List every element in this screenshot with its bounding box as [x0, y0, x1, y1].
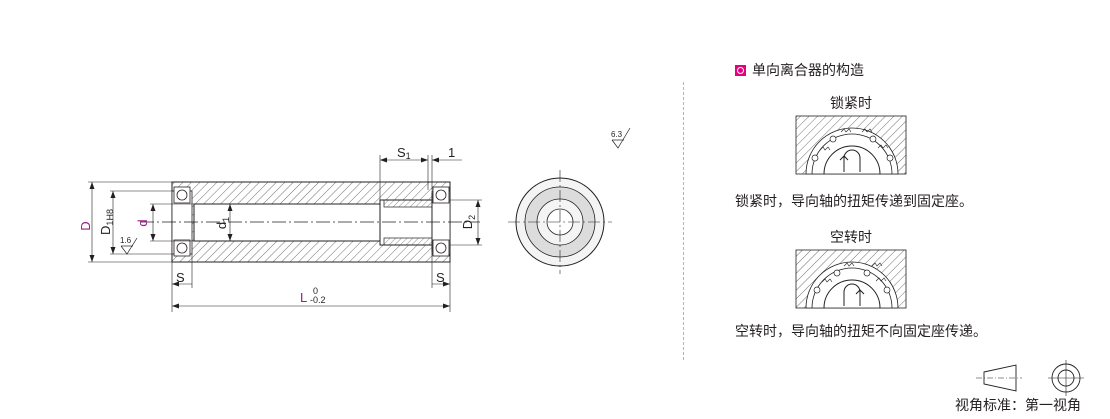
svg-text:S1: S1: [397, 145, 411, 161]
locked-label: 锁紧时: [830, 96, 872, 112]
dimension-S1: S1 1: [379, 145, 462, 200]
svg-text:1.6: 1.6: [120, 236, 132, 245]
section-title: 单向离合器的构造: [735, 62, 864, 80]
dimension-d: d: [135, 203, 194, 242]
svg-text:L: L: [300, 290, 307, 305]
dimension-D1: D1H8: [98, 190, 172, 255]
free-label: 空转时: [830, 230, 872, 246]
bullet-icon: [735, 65, 746, 76]
dimension-D2: D2: [450, 199, 482, 246]
view-standard: 视角标准：第一视角: [955, 398, 1081, 414]
svg-text:d1: d1: [214, 217, 231, 229]
svg-text:D: D: [78, 221, 93, 230]
first-angle-projection-icon: [976, 360, 1084, 396]
svg-text:6.3: 6.3: [611, 130, 623, 139]
svg-text:S: S: [436, 270, 445, 285]
divider: [683, 82, 684, 360]
free-description: 空转时，导向轴的扭矩不向固定座传递。: [735, 324, 987, 340]
roughness-symbol-icon: 1.6 6.3: [120, 127, 631, 255]
bearing-ball-icon: [173, 186, 450, 257]
clutch-locked-diagram: [795, 115, 907, 175]
svg-text:0: 0: [313, 286, 318, 296]
svg-text:S: S: [176, 270, 185, 285]
dimension-S: S S: [171, 254, 451, 312]
dimension-D: D: [78, 181, 172, 263]
svg-text:-0.2: -0.2: [310, 295, 326, 305]
svg-text:D1H8: D1H8: [98, 209, 115, 235]
dimension-L: L 0 -0.2: [172, 286, 450, 309]
shaft-holder-section-view: [140, 181, 480, 263]
locked-description: 锁紧时，导向轴的扭矩传递到固定座。: [735, 194, 973, 210]
clutch-free-diagram: [795, 249, 907, 309]
svg-text:1: 1: [448, 145, 455, 160]
svg-text:D2: D2: [460, 215, 477, 229]
svg-text:d: d: [135, 219, 150, 226]
shaft-holder-end-view: [508, 170, 612, 274]
dimension-d1: d1: [214, 204, 233, 241]
